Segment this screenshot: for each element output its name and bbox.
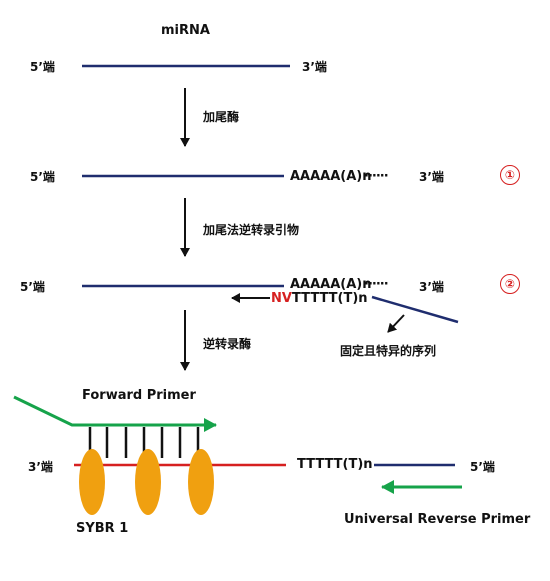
row1-5prime-label: 5’端 (30, 60, 55, 74)
row2-3prime-label: 3’端 (419, 170, 444, 184)
row1-3prime-label: 3’端 (302, 60, 327, 74)
sybr-label: SYBR 1 (76, 521, 129, 536)
fixed-sequence-label: 固定且特异的序列 (340, 344, 437, 358)
step1-label: 加尾酶 (203, 110, 240, 124)
diagram-title: miRNA (161, 23, 210, 38)
row3-3prime-label: 3’端 (419, 280, 444, 294)
row3-dots: ······ (364, 277, 389, 292)
qpcr-3prime-label: 3’端 (28, 460, 53, 474)
forward-primer-label: Forward Primer (82, 388, 196, 403)
row2-dots: ······ (364, 169, 389, 184)
fixed-sequence-pointer (387, 314, 405, 333)
step3-label: 逆转录酶 (203, 337, 252, 351)
step2-label: 加尾法逆转录引物 (203, 223, 300, 237)
row2-polyA-tail: AAAAA(A)n (290, 169, 372, 184)
primer-polyT: TTTTT(T)n (292, 291, 368, 306)
qpcr-5prime-label: 5’端 (470, 460, 495, 474)
universal-reverse-primer-label: Universal Reverse Primer (344, 512, 531, 527)
fixed-sequence-line (371, 295, 459, 324)
sybr-dye (188, 449, 214, 515)
nv-label: NV (271, 291, 292, 306)
row3-5prime-label: 5’端 (20, 280, 45, 294)
step-marker-2: ② (500, 274, 520, 294)
sybr-dye (79, 449, 105, 515)
row2-5prime-label: 5’端 (30, 170, 55, 184)
sybr-dye (135, 449, 161, 515)
forward-primer-arrow (13, 395, 217, 432)
step-marker-1: ① (500, 165, 520, 185)
row3-polyA-tail: AAAAA(A)n (290, 277, 372, 292)
qpcr-polyT: TTTTT(T)n (297, 457, 373, 472)
